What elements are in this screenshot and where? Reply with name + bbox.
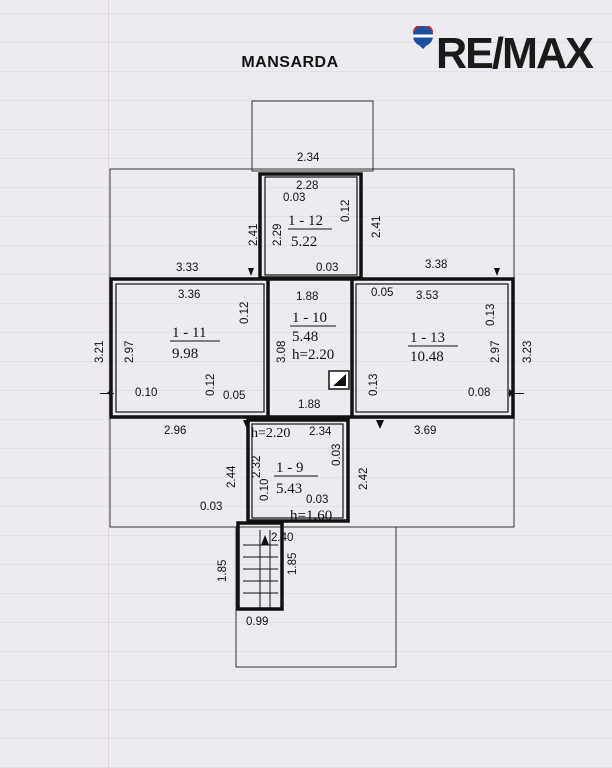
- room-area: 5.48: [292, 329, 318, 345]
- dim-label: 2.32: [251, 456, 263, 478]
- dim-label: 3.36: [178, 289, 200, 301]
- plan-title: MANSARDA: [241, 54, 339, 71]
- dim-label: 3.69: [414, 425, 436, 437]
- dim-label: 0.12: [239, 302, 251, 324]
- dim-label: 1.88: [298, 399, 320, 411]
- dim-label: 3.38: [425, 259, 447, 271]
- remax-logo: RE/MAX: [412, 24, 608, 84]
- dim-label: 0.03: [306, 494, 328, 506]
- dim-label: 0.03: [283, 192, 305, 204]
- room-id: 1 - 11: [172, 325, 206, 341]
- room-area: 5.22: [291, 234, 317, 250]
- room-1-11: 1 - 11 9.98: [170, 325, 220, 362]
- inner-wall-lines: [115, 172, 509, 519]
- dim-label: 2.42: [358, 468, 370, 490]
- dim-label: 0.03: [200, 501, 222, 513]
- dim-label: 2.34: [309, 426, 332, 438]
- dim-label: 1.85: [217, 560, 229, 582]
- dim-label: 1.85: [287, 553, 299, 575]
- dim-label: 2.97: [124, 341, 136, 363]
- dimension-ticks: [100, 268, 524, 429]
- dim-label: 0.12: [205, 374, 217, 396]
- dim-label: 0.13: [485, 304, 497, 326]
- dim-label: 2.97: [490, 341, 502, 363]
- room-1-13: 1 - 13 10.48: [408, 330, 458, 365]
- dim-label: 2.41: [248, 224, 260, 246]
- dim-label: 2.44: [226, 465, 238, 488]
- dim-label: 0.05: [371, 287, 393, 299]
- dim-label: 0.03: [331, 444, 343, 466]
- dim-label: 1.88: [296, 291, 318, 303]
- dim-label: 2.29: [272, 224, 284, 246]
- room-area: 10.48: [410, 349, 444, 365]
- dimension-labels: 2.34 2.28 0.03 0.12 2.41 2.29 2.41 3.33 …: [94, 152, 534, 628]
- brand-name: RE/MAX: [436, 29, 594, 78]
- dim-label: 2.40: [271, 532, 293, 544]
- hot-air-balloon-icon: [413, 26, 433, 49]
- stair-direction-arrow: [261, 535, 269, 545]
- room-1-9: 1 - 9 5.43 h=1.60: [274, 460, 332, 524]
- walls: [109, 172, 515, 611]
- room-height: h=2.20: [292, 347, 334, 363]
- room-area: 5.43: [276, 481, 302, 497]
- dim-label: 0.10: [259, 479, 271, 501]
- dim-label: 0.05: [223, 390, 245, 402]
- room-id: 1 - 9: [276, 460, 304, 476]
- dim-label: 0.12: [340, 200, 352, 222]
- room-area: 9.98: [172, 346, 198, 362]
- room-id: 1 - 10: [292, 310, 327, 326]
- dim-label: 2.96: [164, 425, 186, 437]
- chimney-symbol: [328, 370, 350, 390]
- dim-label: 2.28: [296, 180, 318, 192]
- dim-label: 3.21: [94, 341, 106, 363]
- stair-treads: [243, 530, 278, 608]
- dim-label: 3.23: [522, 341, 534, 363]
- dim-label: h=2.20: [251, 426, 290, 441]
- dim-label: 3.33: [176, 262, 198, 274]
- dim-label: 3.08: [276, 341, 288, 363]
- dim-label: 2.34: [297, 152, 320, 164]
- room-height: h=1.60: [290, 508, 332, 524]
- dim-label: 0.13: [368, 374, 380, 396]
- dim-label: 0.10: [135, 387, 157, 399]
- room-1-10: 1 - 10 5.48 h=2.20: [290, 310, 336, 363]
- room-id: 1 - 12: [288, 213, 323, 229]
- room-1-12: 1 - 12 5.22: [288, 213, 332, 250]
- dim-label: 0.08: [468, 387, 490, 399]
- dim-label: 0.99: [246, 616, 268, 628]
- room-id: 1 - 13: [410, 330, 445, 346]
- dim-label: 3.53: [416, 290, 438, 302]
- dim-label: 0.03: [316, 262, 338, 274]
- dim-label: 2.41: [371, 216, 383, 238]
